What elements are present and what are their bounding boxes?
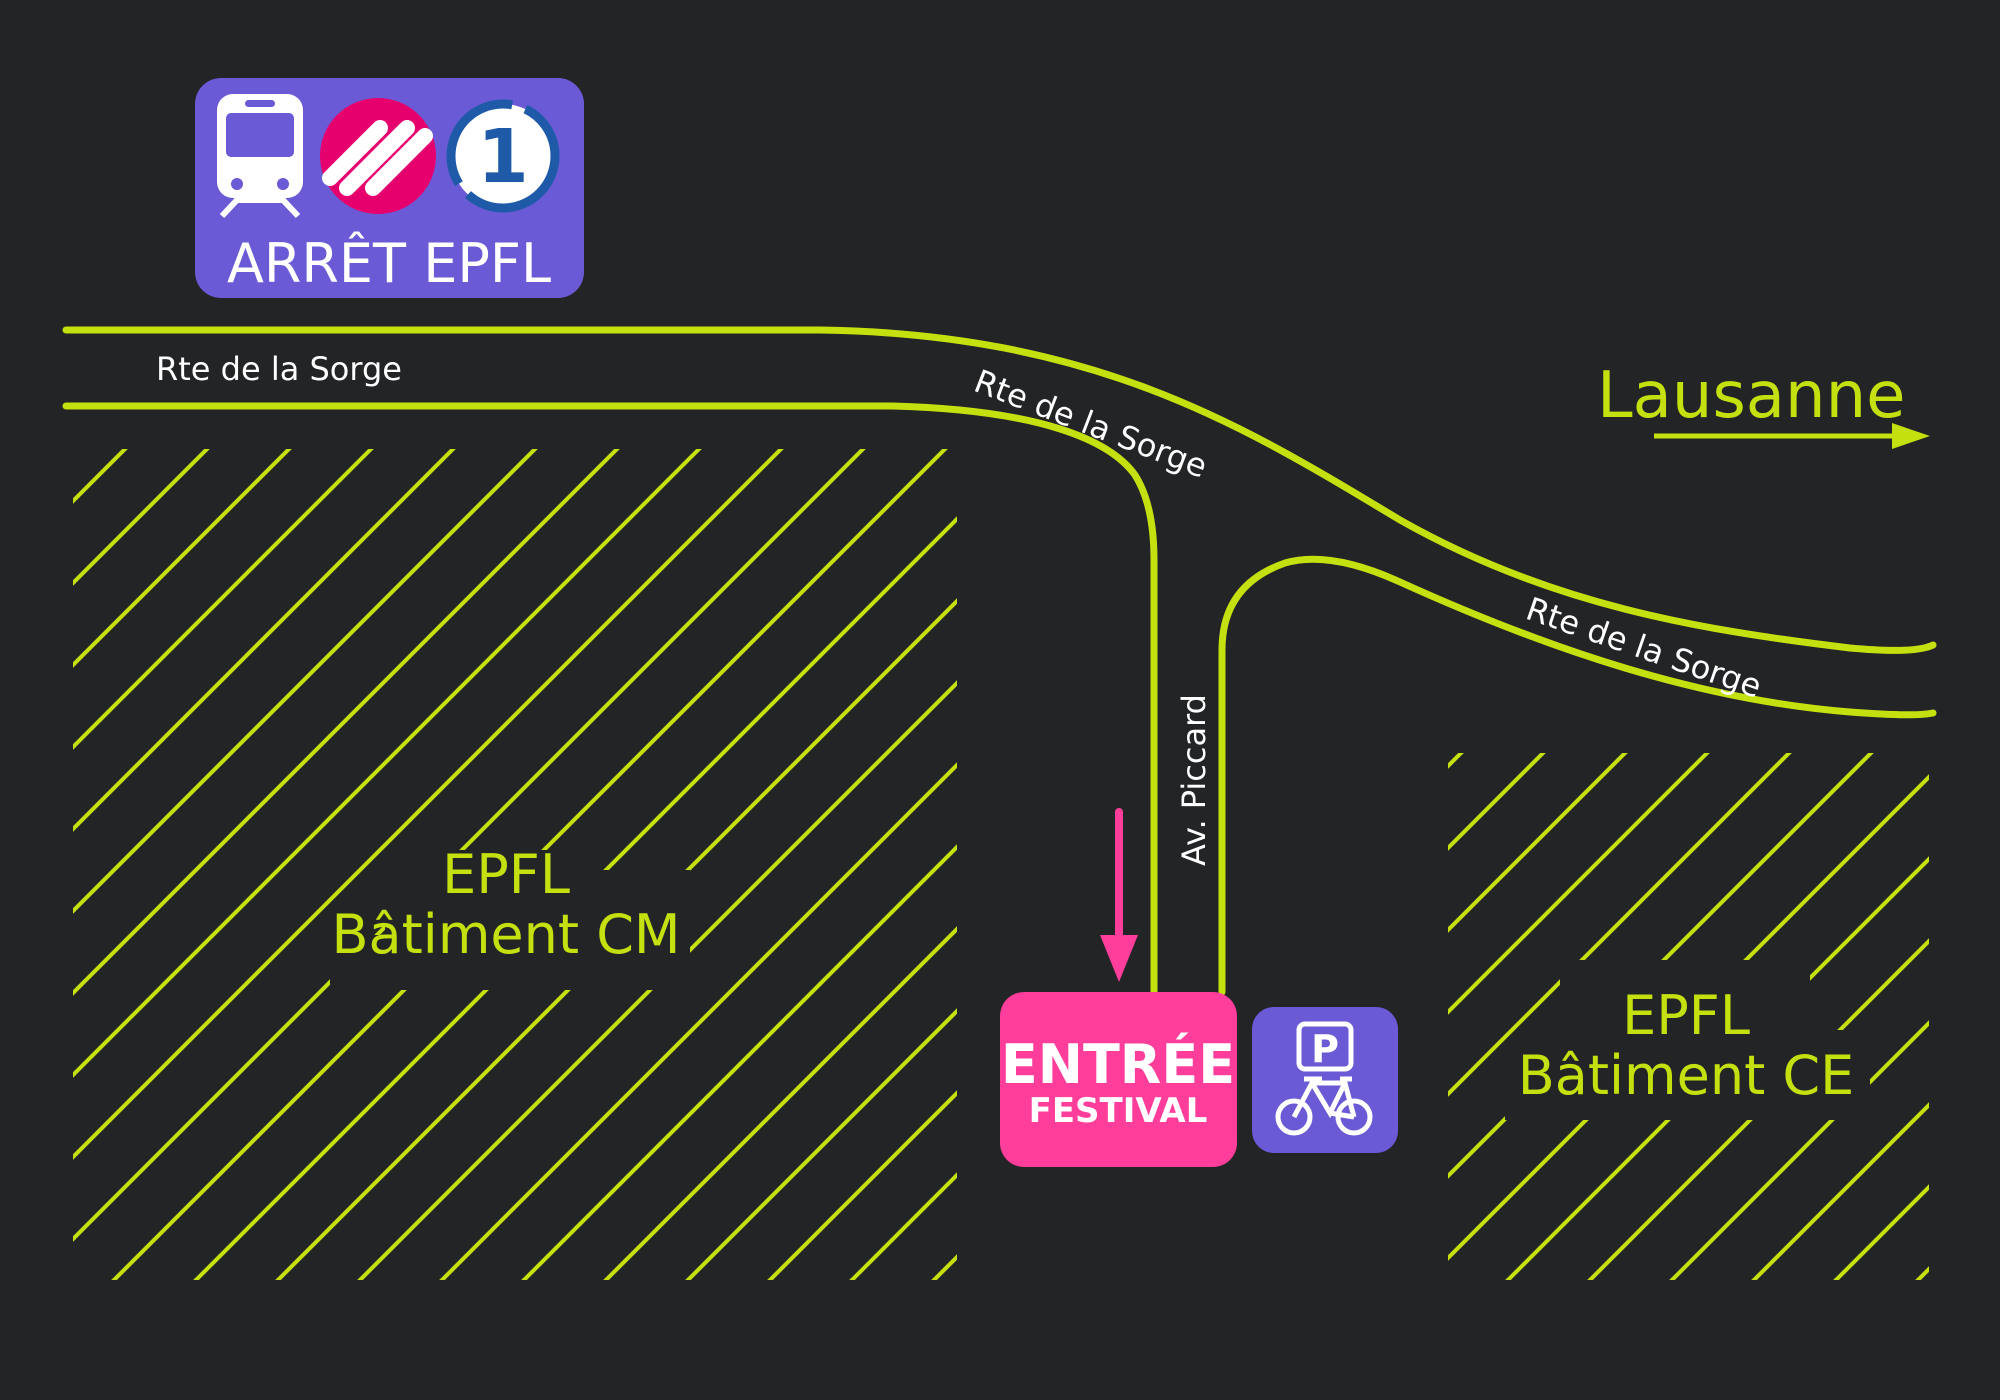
- stop-arret-epfl[interactable]: 1 ARRÊT EPFL: [195, 78, 584, 298]
- building-name: EPFL: [1622, 984, 1750, 1047]
- bike-parking[interactable]: P: [1252, 1007, 1398, 1153]
- train-icon: [217, 94, 303, 219]
- parking-letter: P: [1311, 1027, 1339, 1071]
- building-subname: Bâtiment CE: [1518, 1044, 1855, 1107]
- bike-icon: [1275, 1076, 1373, 1136]
- entrance-box: [1000, 992, 1237, 1167]
- line-1-icon: 1: [446, 99, 560, 213]
- road-piccard-east-edge: [1218, 555, 1937, 996]
- festival-entrance[interactable]: ENTRÉE FESTIVAL: [1000, 992, 1237, 1167]
- stop-label: ARRÊT EPFL: [227, 232, 551, 295]
- arrow-head: [1892, 423, 1930, 449]
- direction-label: Lausanne: [1597, 359, 1906, 433]
- road-label: Rte de la Sorge: [156, 350, 402, 388]
- building-cm: EPFL Bâtiment CM: [73, 449, 957, 1280]
- bike-parking-box: [1252, 1007, 1398, 1153]
- building-name: EPFL: [442, 843, 570, 906]
- building-ce: EPFL Bâtiment CE: [1448, 753, 1929, 1280]
- label-clearing: [330, 850, 690, 990]
- road-sorge-south-edge: [62, 402, 1158, 996]
- road-sorge-north-edge: [62, 326, 1937, 654]
- road-label: Av. Piccard: [1175, 694, 1213, 866]
- direction-lausanne: Lausanne: [1597, 359, 1930, 449]
- parking-sign-icon: [1296, 1021, 1354, 1072]
- metro-m-logo-icon: [320, 98, 436, 214]
- building-subname: Bâtiment CM: [332, 903, 681, 966]
- entrance-subtitle: FESTIVAL: [1029, 1091, 1208, 1131]
- line-number: 1: [477, 114, 529, 200]
- entrance-title: ENTRÉE: [1001, 1033, 1235, 1096]
- entrance-arrow-icon: [1100, 808, 1138, 982]
- label-clearing: [1505, 960, 1870, 1120]
